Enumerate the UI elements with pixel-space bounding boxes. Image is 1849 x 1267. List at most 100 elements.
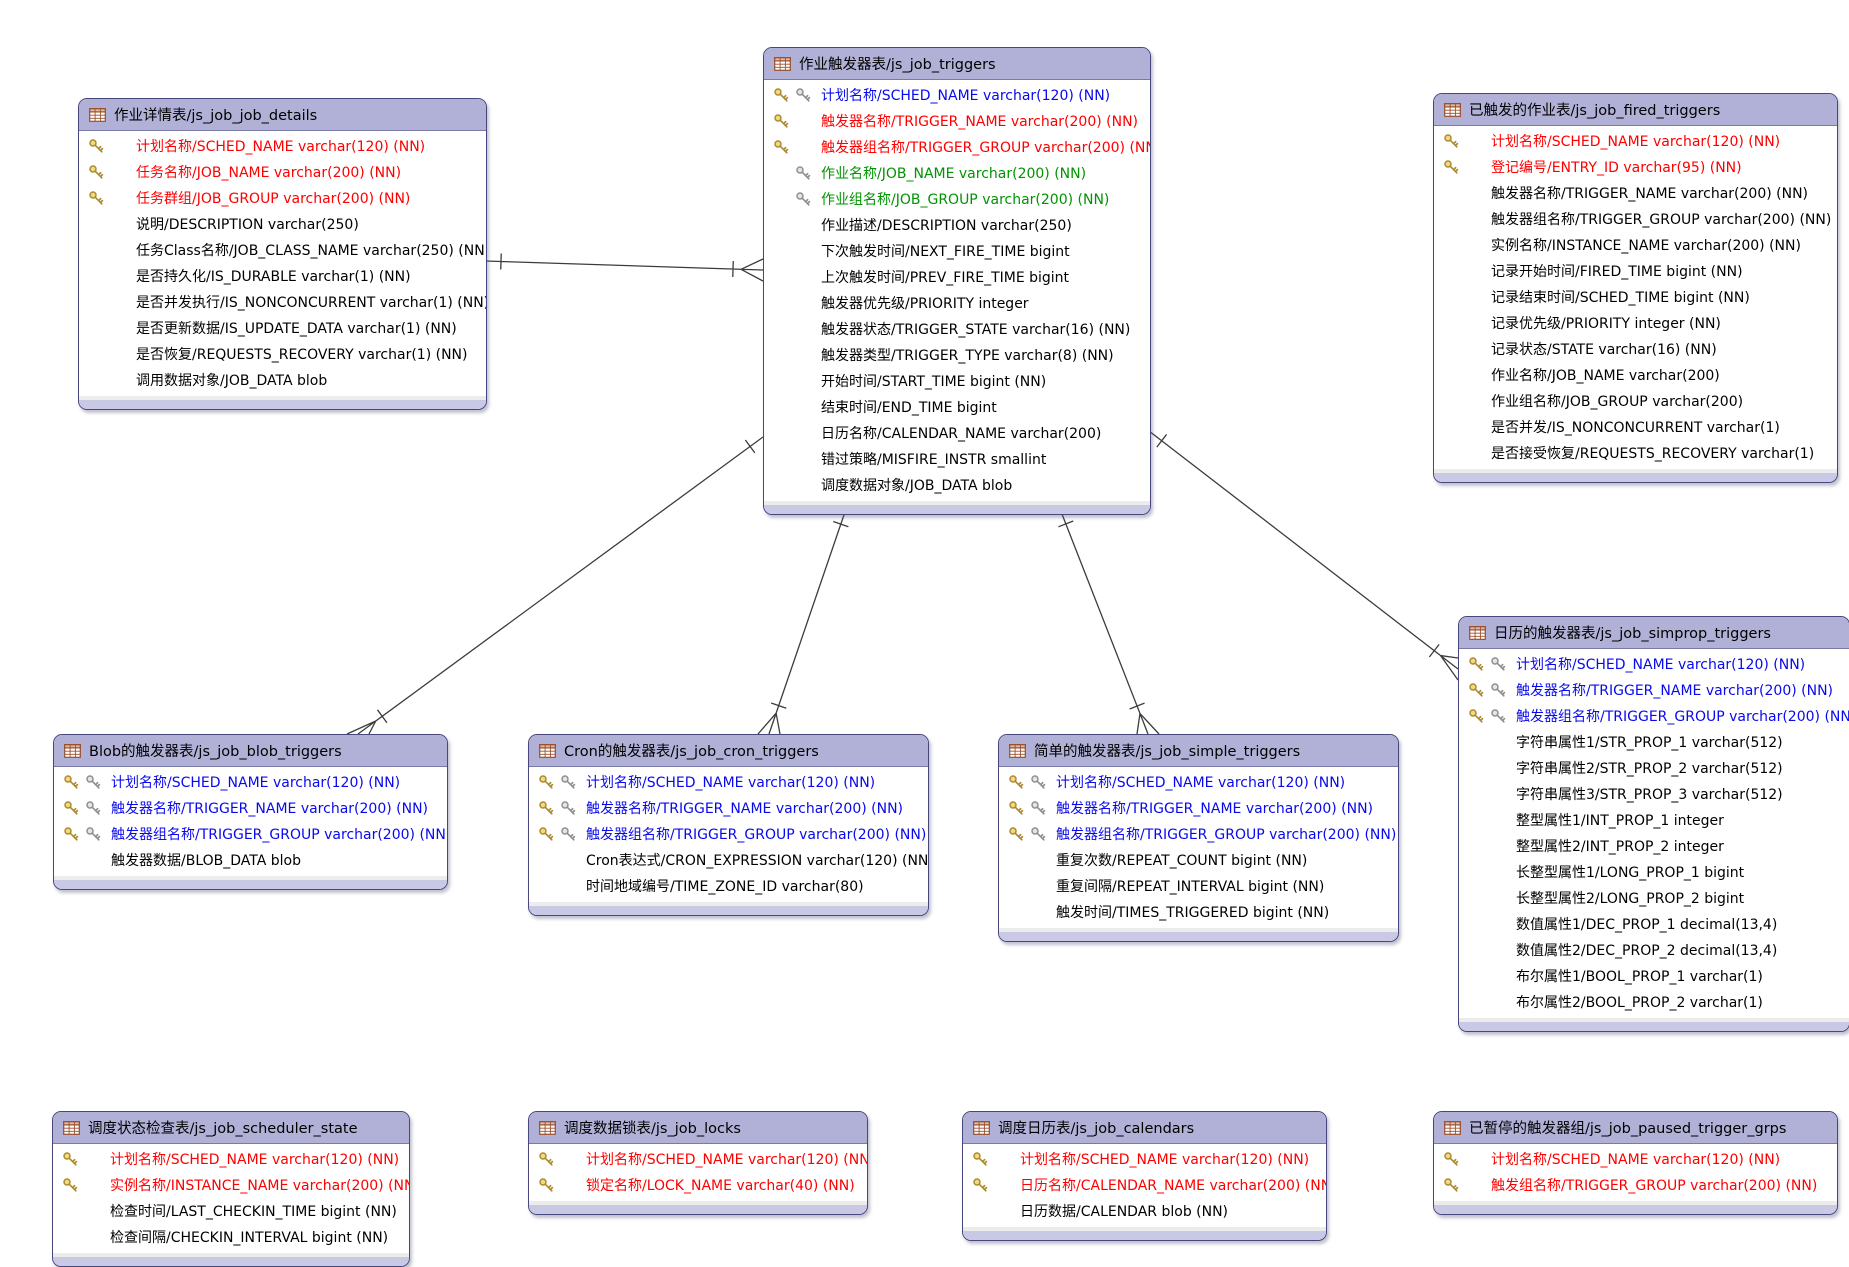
table-header-js_job_job_details[interactable]: 作业详情表/js_job_job_details: [79, 99, 486, 131]
table-js_job_simprop_triggers[interactable]: 日历的触发器表/js_job_simprop_triggers 计划名称/SCHE…: [1458, 616, 1849, 1032]
field-row: 触发器优先级/PRIORITY integer: [764, 291, 1150, 317]
field-label: 调度数据对象/JOB_DATA blob: [821, 478, 1013, 494]
field-row: 日历名称/CALENDAR_NAME varchar(200): [764, 421, 1150, 447]
foreign-key-icon: [1490, 656, 1507, 673]
field-label: 作业描述/DESCRIPTION varchar(250): [821, 218, 1072, 234]
foreign-key-icon: [795, 87, 812, 104]
field-label: 触发器优先级/PRIORITY integer: [821, 296, 1029, 312]
field-row: 任务Class名称/JOB_CLASS_NAME varchar(250) (N…: [79, 238, 486, 264]
field-label: 计划名称/SCHED_NAME varchar(120) (NN): [111, 775, 401, 791]
field-label: 触发器组名称/TRIGGER_GROUP varchar(200) (NN): [586, 827, 927, 843]
field-label: 计划名称/SCHED_NAME varchar(120) (NN): [1491, 1152, 1781, 1168]
primary-key-icon: [538, 800, 555, 817]
table-js_job_fired_triggers[interactable]: 已触发的作业表/js_job_fired_triggers 计划名称/SCHED_…: [1433, 93, 1838, 483]
field-row: 触发器状态/TRIGGER_STATE varchar(16) (NN): [764, 317, 1150, 343]
field-row: 长整型属性1/LONG_PROP_1 bigint: [1459, 860, 1849, 886]
field-row: 整型属性1/INT_PROP_1 integer: [1459, 808, 1849, 834]
table-field-list: 计划名称/SCHED_NAME varchar(120) (NN)触发组名称/T…: [1434, 1144, 1837, 1201]
table-footer: [79, 396, 486, 409]
table-js_job_scheduler_state[interactable]: 调度状态检查表/js_job_scheduler_state 计划名称/SCHED…: [52, 1111, 410, 1267]
table-footer: [1434, 1201, 1837, 1214]
relationship-js_job_triggers-to-js_job_blob_triggers: [346, 436, 764, 735]
table-header-js_job_fired_triggers[interactable]: 已触发的作业表/js_job_fired_triggers: [1434, 94, 1837, 126]
table-js_job_triggers[interactable]: 作业触发器表/js_job_triggers 计划名称/SCHED_NAME va…: [763, 47, 1151, 515]
primary-key-icon: [88, 164, 105, 181]
table-header-js_job_simple_triggers[interactable]: 简单的触发器表/js_job_simple_triggers: [999, 735, 1398, 767]
field-label: 记录结束时间/SCHED_TIME bigint (NN): [1491, 290, 1750, 306]
field-row: 任务群组/JOB_GROUP varchar(200) (NN): [79, 186, 486, 212]
field-label: 记录优先级/PRIORITY integer (NN): [1491, 316, 1721, 332]
table-field-list: 计划名称/SCHED_NAME varchar(120) (NN) 任务名称/JO…: [79, 131, 486, 396]
field-row: 计划名称/SCHED_NAME varchar(120) (NN): [53, 1147, 409, 1173]
field-label: 字符串属性2/STR_PROP_2 varchar(512): [1516, 761, 1783, 777]
field-label: 是否并发执行/IS_NONCONCURRENT varchar(1) (NN): [136, 295, 487, 311]
field-label: 时间地域编号/TIME_ZONE_ID varchar(80): [586, 879, 864, 895]
primary-key-icon: [62, 1177, 79, 1194]
field-row: 重复间隔/REPEAT_INTERVAL bigint (NN): [999, 874, 1398, 900]
field-row: 触发器名称/TRIGGER_NAME varchar(200) (NN): [1459, 678, 1849, 704]
field-row: 字符串属性1/STR_PROP_1 varchar(512): [1459, 730, 1849, 756]
field-label: 是否并发/IS_NONCONCURRENT varchar(1): [1491, 420, 1780, 436]
field-row: 日历数据/CALENDAR blob (NN): [963, 1199, 1326, 1225]
field-row: 任务名称/JOB_NAME varchar(200) (NN): [79, 160, 486, 186]
table-header-js_job_calendars[interactable]: 调度日历表/js_job_calendars: [963, 1112, 1326, 1144]
field-label: 开始时间/START_TIME bigint (NN): [821, 374, 1047, 390]
table-footer: [529, 902, 928, 915]
field-row: 计划名称/SCHED_NAME varchar(120) (NN): [1459, 652, 1849, 678]
field-row: 触发器名称/TRIGGER_NAME varchar(200) (NN): [529, 796, 928, 822]
table-field-list: 计划名称/SCHED_NAME varchar(120) (NN)触发器名称/T…: [529, 767, 928, 902]
foreign-key-icon: [560, 774, 577, 791]
table-header-js_job_cron_triggers[interactable]: Cron的触发器表/js_job_cron_triggers: [529, 735, 928, 767]
table-icon: [774, 56, 791, 71]
table-field-list: 计划名称/SCHED_NAME varchar(120) (NN)触发器名称/T…: [999, 767, 1398, 928]
field-label: 字符串属性3/STR_PROP_3 varchar(512): [1516, 787, 1783, 803]
table-title: 调度日历表/js_job_calendars: [998, 1121, 1195, 1137]
field-row: 触发器组名称/TRIGGER_GROUP varchar(200) (NN): [1459, 704, 1849, 730]
table-js_job_blob_triggers[interactable]: Blob的触发器表/js_job_blob_triggers 计划名称/SCHED…: [53, 734, 448, 890]
field-row: 是否恢复/REQUESTS_RECOVERY varchar(1) (NN): [79, 342, 486, 368]
table-header-js_job_simprop_triggers[interactable]: 日历的触发器表/js_job_simprop_triggers: [1459, 617, 1849, 649]
field-label: 是否持久化/IS_DURABLE varchar(1) (NN): [136, 269, 411, 285]
primary-key-icon: [1443, 159, 1460, 176]
table-js_job_job_details[interactable]: 作业详情表/js_job_job_details 计划名称/SCHED_NAME …: [78, 98, 487, 410]
field-label: 计划名称/SCHED_NAME varchar(120) (NN): [136, 139, 426, 155]
primary-key-icon: [1443, 1177, 1460, 1194]
field-row: 计划名称/SCHED_NAME varchar(120) (NN): [764, 83, 1150, 109]
field-row: 触发时间/TIMES_TRIGGERED bigint (NN): [999, 900, 1398, 926]
field-label: 计划名称/SCHED_NAME varchar(120) (NN): [1491, 134, 1781, 150]
field-row: 触发器组名称/TRIGGER_GROUP varchar(200) (NN): [999, 822, 1398, 848]
field-label: 触发器名称/TRIGGER_NAME varchar(200) (NN): [1516, 683, 1834, 699]
field-row: 上次触发时间/PREV_FIRE_TIME bigint: [764, 265, 1150, 291]
primary-key-icon: [1008, 800, 1025, 817]
table-header-js_job_blob_triggers[interactable]: Blob的触发器表/js_job_blob_triggers: [54, 735, 447, 767]
table-header-js_job_locks[interactable]: 调度数据锁表/js_job_locks: [529, 1112, 867, 1144]
foreign-key-icon: [795, 165, 812, 182]
field-label: 是否更新数据/IS_UPDATE_DATA varchar(1) (NN): [136, 321, 457, 337]
table-title: 作业详情表/js_job_job_details: [114, 108, 318, 124]
field-row: 作业名称/JOB_NAME varchar(200) (NN): [764, 161, 1150, 187]
foreign-key-icon: [560, 800, 577, 817]
field-row: 作业组名称/JOB_GROUP varchar(200): [1434, 389, 1837, 415]
field-row: 触发器类型/TRIGGER_TYPE varchar(8) (NN): [764, 343, 1150, 369]
primary-key-icon: [1008, 774, 1025, 791]
table-icon: [1009, 743, 1026, 758]
field-row: 是否持久化/IS_DURABLE varchar(1) (NN): [79, 264, 486, 290]
table-header-js_job_triggers[interactable]: 作业触发器表/js_job_triggers: [764, 48, 1150, 80]
table-field-list: 计划名称/SCHED_NAME varchar(120) (NN)锁定名称/LO…: [529, 1144, 867, 1201]
field-row: 作业组名称/JOB_GROUP varchar(200) (NN): [764, 187, 1150, 213]
field-label: 任务群组/JOB_GROUP varchar(200) (NN): [136, 191, 411, 207]
field-label: 重复次数/REPEAT_COUNT bigint (NN): [1056, 853, 1308, 869]
relationship-js_job_triggers-to-js_job_cron_triggers: [757, 508, 849, 735]
field-label: 触发时间/TIMES_TRIGGERED bigint (NN): [1056, 905, 1330, 921]
field-row: 作业名称/JOB_NAME varchar(200): [1434, 363, 1837, 389]
primary-key-icon: [972, 1151, 989, 1168]
table-icon: [539, 1120, 556, 1135]
table-header-js_job_paused_trigger_grps[interactable]: 已暂停的触发器组/js_job_paused_trigger_grps: [1434, 1112, 1837, 1144]
foreign-key-icon: [85, 774, 102, 791]
table-header-js_job_scheduler_state[interactable]: 调度状态检查表/js_job_scheduler_state: [53, 1112, 409, 1144]
